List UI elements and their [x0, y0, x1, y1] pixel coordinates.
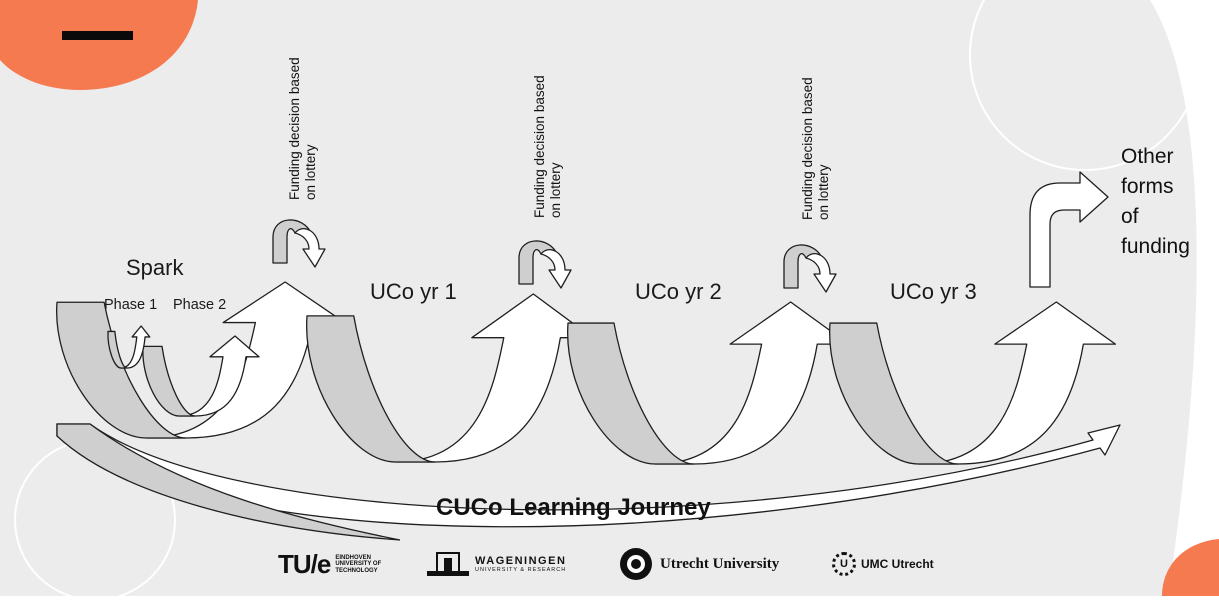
spiral-uco-yr-1-arrow [394, 293, 594, 463]
lottery-loop-1 [272, 219, 326, 268]
journey-arrow-shade [56, 423, 401, 541]
umc-logo: U UMC Utrecht [832, 552, 934, 576]
other-funding-label: Other forms of funding [1121, 142, 1190, 262]
lottery-note-line-2: on lottery [548, 162, 563, 218]
lottery-note-2: Funding decision based on lottery [532, 75, 564, 218]
lottery-loop-1-arrow [294, 228, 326, 268]
other-funding-line-4: funding [1121, 235, 1190, 258]
journey-arrow [56, 423, 1121, 528]
wageningen-sub: UNIVERSITY & RESEARCH [475, 567, 567, 573]
spiral-uco-yr-1 [306, 293, 594, 463]
tue-logo: TU/e EINDHOVEN UNIVERSITY OF TECHNOLOGY [278, 549, 381, 580]
tue-text: EINDHOVEN UNIVERSITY OF TECHNOLOGY [335, 555, 381, 575]
lottery-loop-2-arrow [540, 249, 572, 289]
spiral-uco-yr-3-band [829, 322, 959, 465]
spiral-uco-yr-2 [567, 301, 850, 465]
phase-1-label: Phase 1 [104, 297, 158, 313]
lottery-note-1: Funding decision based on lottery [287, 57, 319, 200]
lottery-note-line-2: on lottery [303, 144, 318, 200]
spiral-phase-1-band [107, 330, 128, 369]
other-funding-line-2: forms [1121, 175, 1174, 198]
stage-label-spark: Spark [126, 255, 184, 280]
tue-mark: TU/e [278, 549, 331, 579]
tue-text-line: TECHNOLOGY [335, 567, 378, 574]
stage-label-uco-yr-1: UCo yr 1 [370, 279, 457, 304]
spiral-phase-2 [142, 335, 260, 417]
decor-circle-top-right [969, 0, 1201, 171]
lottery-loop-3 [783, 244, 837, 293]
spiral-phase-2-arrow [178, 335, 260, 417]
utrecht-sun-emblem [620, 548, 652, 580]
lottery-note-line-1: Funding decision based [532, 75, 547, 218]
wageningen-logo: WAGENINGEN UNIVERSITY & RESEARCH [425, 550, 566, 578]
stage-label-uco-yr-3: UCo yr 3 [890, 279, 977, 304]
wageningen-emblem [427, 552, 469, 576]
spiral-uco-yr-2-band [567, 322, 695, 465]
other-funding-line-3: of [1121, 205, 1139, 228]
orange-accent-top-left [0, 0, 198, 90]
orange-accent-bottom-right [1162, 539, 1219, 596]
spiral-phase-2-band [142, 345, 196, 417]
spiral-uco-yr-3 [829, 301, 1117, 465]
lottery-note-line-1: Funding decision based [287, 57, 302, 200]
wageningen-text: WAGENINGEN UNIVERSITY & RESEARCH [475, 555, 566, 573]
wageningen-name: WAGENINGEN [475, 555, 567, 567]
spiral-uco-yr-3-arrow [917, 301, 1117, 465]
utrecht-logo: Utrecht University [618, 546, 779, 582]
phase-2-label: Phase 2 [173, 297, 227, 313]
umc-name: UMC Utrecht [861, 557, 934, 571]
lottery-note-3: Funding decision based on lottery [800, 77, 832, 220]
spiral-spark-arrow [145, 281, 346, 439]
tue-text-line: UNIVERSITY OF [335, 561, 382, 568]
journey-title: CUCo Learning Journey [436, 494, 711, 521]
spiral-phase-1 [107, 325, 151, 369]
tue-text-line: EINDHOVEN [335, 554, 372, 561]
lottery-loop-3-arrow [805, 253, 837, 293]
stage-label-uco-yr-2: UCo yr 2 [635, 279, 722, 304]
lottery-loop-2 [518, 240, 572, 289]
slide-dash-mark [62, 31, 133, 40]
lottery-note-line-2: on lottery [816, 164, 831, 220]
spiral-uco-yr-1-band [306, 315, 436, 463]
other-funding-line-1: Other [1121, 145, 1174, 168]
other-funding-arrow [1029, 171, 1109, 288]
spiral-uco-yr-2-arrow [654, 301, 850, 465]
lottery-note-line-1: Funding decision based [800, 77, 815, 220]
spiral-phase-1-arrow [120, 325, 151, 369]
umc-emblem: U [832, 552, 856, 576]
utrecht-name: Utrecht University [660, 555, 780, 572]
